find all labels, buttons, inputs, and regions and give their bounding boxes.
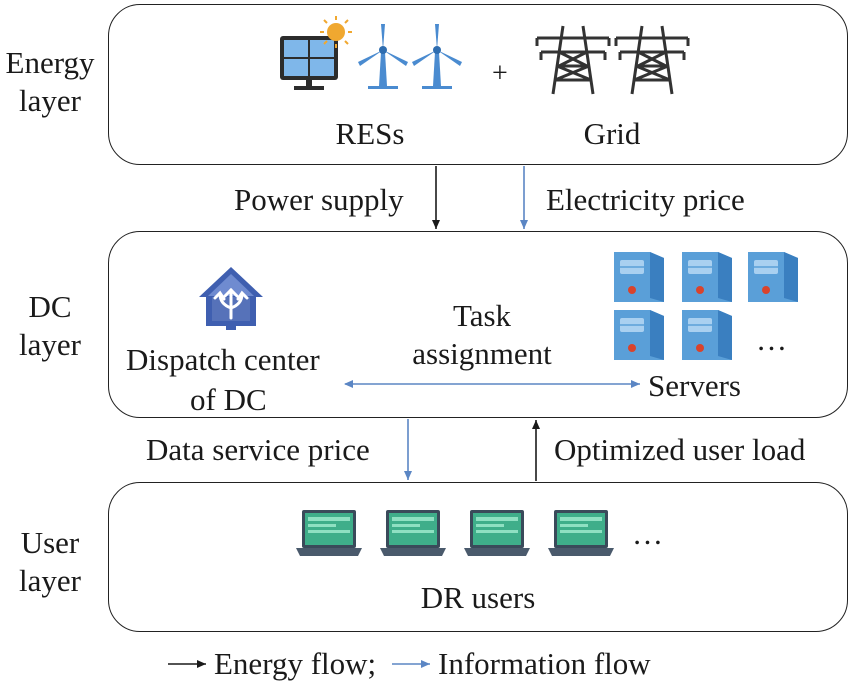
server-icon <box>748 252 798 302</box>
power-supply-label: Power supply <box>234 182 404 217</box>
dispatch-center-icon <box>199 267 263 330</box>
optimized-user-load-label: Optimized user load <box>554 432 806 467</box>
server-icon <box>614 252 664 302</box>
transmission-tower-icon <box>614 25 690 95</box>
server-icon <box>614 310 664 360</box>
server-icon <box>682 310 732 360</box>
transmission-tower-icon <box>535 25 611 95</box>
laptop-icon <box>296 510 362 556</box>
solar-panel-icon <box>280 36 338 90</box>
dispatch-center-label-line2: of DC <box>190 382 267 417</box>
laptop-icon <box>464 510 530 556</box>
user-layer-label: User layer <box>0 524 100 600</box>
energy-layer-label-line2: layer <box>19 83 81 118</box>
dc-layer-label-line1: DC <box>28 289 72 324</box>
wind-turbine-icon <box>412 24 462 89</box>
user-layer-box <box>108 482 848 632</box>
legend-energy-flow-label: Energy flow; <box>214 646 377 681</box>
servers-ellipsis: … <box>756 322 787 357</box>
servers-label: Servers <box>648 368 741 403</box>
task-label-line2: assignment <box>412 336 552 371</box>
electricity-price-label: Electricity price <box>546 182 745 217</box>
energy-layer-label: Energy layer <box>0 44 100 120</box>
data-service-price-label: Data service price <box>146 432 370 467</box>
wind-turbine-icon <box>358 24 408 89</box>
res-label: RESs <box>335 116 405 151</box>
sun-icon <box>320 16 352 48</box>
task-label-line1: Task <box>452 298 512 333</box>
dc-layer-label-line2: layer <box>19 327 81 362</box>
laptop-icon <box>548 510 614 556</box>
laptop-icon <box>380 510 446 556</box>
dc-layer-label: DC layer <box>0 288 100 364</box>
server-icon <box>682 252 732 302</box>
plus-sign: + <box>492 58 508 89</box>
users-ellipsis: … <box>632 516 663 551</box>
dispatch-center-label-line1: Dispatch center <box>126 342 320 377</box>
grid-label: Grid <box>583 116 641 151</box>
user-layer-label-line2: layer <box>19 563 81 598</box>
user-layer-label-line1: User <box>20 525 80 560</box>
legend-information-flow-label: Information flow <box>438 646 651 681</box>
dr-users-label: DR users <box>420 580 536 615</box>
energy-layer-label-line1: Energy <box>5 45 95 80</box>
energy-layer-box <box>108 4 848 165</box>
